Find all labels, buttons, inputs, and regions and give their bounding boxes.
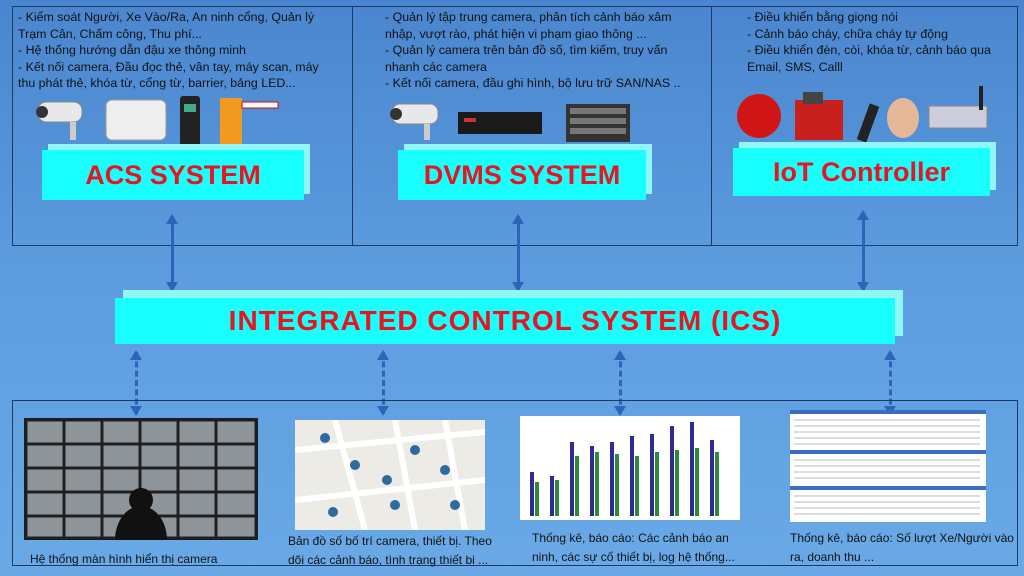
iot-controller-banner: IoT Controller [733,148,990,196]
ics-title: INTEGRATED CONTROL SYSTEM (ICS) [228,305,782,336]
iot-description: - Điều khiển bằng giọng nói - Cảnh báo c… [747,10,991,74]
ics-banner: INTEGRATED CONTROL SYSTEM (ICS) [115,298,895,344]
acs-title: ACS SYSTEM [85,159,261,190]
output-caption-monitor: Hệ thống màn hình hiển thị camera [30,552,218,566]
video-wall-image [24,418,258,540]
iot-ics-arrow [857,210,869,292]
dvms-device-images [390,103,630,142]
acs-description: - Kiểm soát Người, Xe Vào/Ra, An ninh cổ… [18,10,319,90]
acs-device-images [36,96,279,146]
output-caption-map: Bản đồ số bố trí camera, thiết bị. Theo … [288,534,492,567]
ics-monitor-arrow [130,350,142,416]
dvms-description: - Quản lý tập trung camera, phân tích cả… [385,10,681,90]
dvms-ics-arrow [512,214,524,292]
iot-title: IoT Controller [773,156,950,187]
output-caption-traffic-report: Thống kê, báo cáo: Số lượt Xe/Người vào … [790,531,1014,564]
output-caption-alerts-report: Thống kê, báo cáo: Các cảnh báo an ninh,… [532,531,735,564]
outputs-panel [12,400,1018,566]
ics-map-arrow [377,350,389,416]
ics-alerts-report-arrow [614,350,626,416]
digital-map-image [295,420,485,530]
dvms-title: DVMS SYSTEM [423,159,621,190]
acs-system-banner: ACS SYSTEM [42,150,304,200]
traffic-report-table-image [790,410,986,522]
iot-device-images [737,86,988,143]
alerts-report-chart-image [520,416,740,520]
acs-ics-arrow [166,214,178,292]
dvms-system-banner: DVMS SYSTEM [398,150,646,200]
